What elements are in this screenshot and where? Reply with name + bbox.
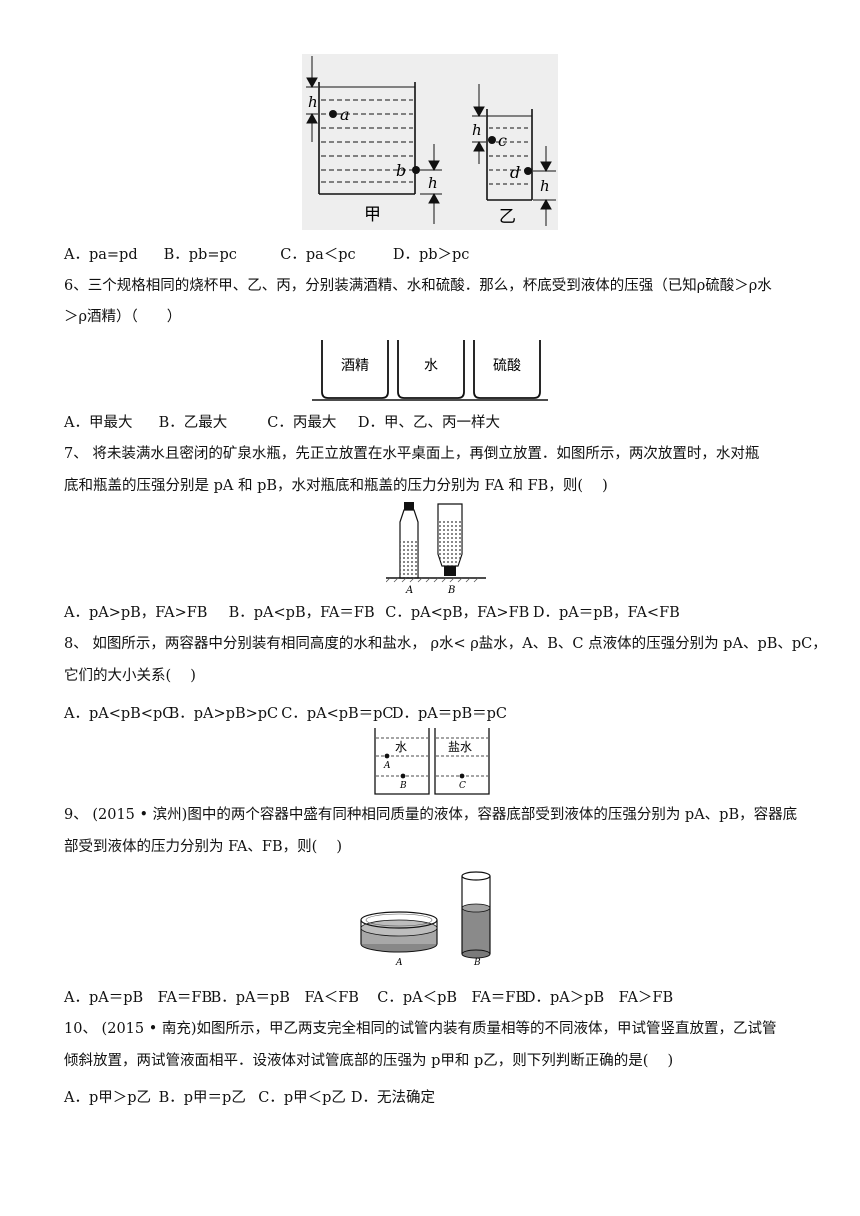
q9-option-a[interactable]: A．pA＝pB FA＝FB xyxy=(64,990,213,1006)
figure-q6-beakers: 酒精 水 硫酸 xyxy=(312,338,548,402)
q5-option-c[interactable]: C．pa＜pc xyxy=(280,247,356,263)
q8-option-b[interactable]: B．pA>pB>pC xyxy=(168,706,279,722)
container-label-b: B xyxy=(473,958,481,968)
point-A-label: A xyxy=(383,761,391,771)
container-yi xyxy=(486,109,533,201)
q10-stem-line1: 10、 (2015 • 南充)如图所示，甲乙两支完全相同的试管内装有质量相等的不… xyxy=(64,1021,777,1037)
label-water: 水 xyxy=(395,740,407,754)
label-jia: 甲 xyxy=(364,205,381,225)
q7-options: A．pA>pB，FA>FB B．pA<pB，FA＝FB C．pA<pB，FA>F… xyxy=(64,601,680,622)
q10-stem-line2: 倾斜放置，两试管液面相平．设液体对试管底部的压强为 p甲和 p乙，则下列判断正确… xyxy=(64,1053,674,1069)
q7-option-c[interactable]: C．pA<pB，FA>FB xyxy=(385,605,530,621)
q5-option-d[interactable]: D．pb＞pc xyxy=(392,247,470,263)
q6-option-b[interactable]: B．乙最大 xyxy=(158,415,228,431)
q7-stem-line2: 底和瓶盖的压强分别是 pA 和 pB，水对瓶底和瓶盖的压力分别为 FA 和 FB… xyxy=(64,478,608,494)
beaker-label-acid: 硫酸 xyxy=(493,358,521,374)
container-water xyxy=(374,728,430,795)
height-marker-bottom-right xyxy=(533,146,556,226)
q8-option-c[interactable]: C．pA<pB＝pC xyxy=(281,706,394,722)
bottle-label-a: A xyxy=(405,585,413,596)
q9-option-b[interactable]: B．pA＝pB FA＜FB xyxy=(210,990,359,1006)
q6-option-c[interactable]: C．丙最大 xyxy=(267,415,337,431)
q8-stem-line1: 8、 如图所示，两容器中分别装有相同高度的水和盐水， ρ水< ρ盐水，A、B、C… xyxy=(64,636,827,652)
point-a-label: a xyxy=(340,105,350,124)
point-B-label: B xyxy=(399,781,407,791)
q9-option-d[interactable]: D．pA＞pB FA＞FB xyxy=(523,990,674,1006)
q5-option-a[interactable]: A．pa=pd xyxy=(64,247,138,263)
container-brine xyxy=(434,728,490,795)
q5-option-b[interactable]: B．pb=pc xyxy=(163,247,237,263)
h-label: h xyxy=(472,121,482,139)
figure-q7-bottles: A B xyxy=(386,500,486,596)
q8-options: A．pA<pB<pC B．pA>pB>pC C．pA<pB＝pC D．pA＝pB… xyxy=(64,702,507,723)
q7-option-d[interactable]: D．pA＝pB，FA<FB xyxy=(532,605,680,621)
container-jia xyxy=(318,82,416,195)
point-C xyxy=(459,773,465,779)
q8-option-d[interactable]: D．pA＝pB＝pC xyxy=(391,706,508,722)
beaker-jia xyxy=(321,340,389,399)
q7-stem-line1: 7、 将未装满水且密闭的矿泉水瓶，先正立放置在水平桌面上，再倒立放置．如图所示，… xyxy=(64,446,760,462)
q10-option-a[interactable]: A．p甲＞p乙 xyxy=(64,1090,152,1106)
q6-stem-line2: ＞ρ酒精）（ ） xyxy=(64,309,182,325)
container-tall-b xyxy=(461,871,491,959)
beaker-bing xyxy=(473,340,541,399)
q10-option-c[interactable]: C．p甲＜p乙 xyxy=(258,1090,346,1106)
point-B xyxy=(400,773,406,779)
figure-q5-containers: h a b h 甲 xyxy=(302,54,558,230)
q6-stem-line1: 6、三个规格相同的烧杯甲、乙、丙，分别装满酒精、水和硫酸．那么，杯底受到液体的压… xyxy=(64,278,772,294)
beaker-label-alcohol: 酒精 xyxy=(341,358,369,374)
q8-stem-line2: 它们的大小关系( ) xyxy=(64,668,196,684)
height-marker-top-left xyxy=(306,56,318,142)
containers-diagram: h a b h 甲 xyxy=(302,54,558,230)
point-d-label: d xyxy=(510,163,520,182)
q6-options: A．甲最大 B．乙最大 C．丙最大 D．甲、乙、丙一样大 xyxy=(64,411,500,432)
q10-option-d[interactable]: D．无法确定 xyxy=(350,1090,435,1106)
h-label: h xyxy=(428,174,438,192)
point-b xyxy=(412,166,420,174)
label-brine: 盐水 xyxy=(448,740,472,754)
bottle-label-b: B xyxy=(447,585,455,596)
h-label: h xyxy=(308,93,318,111)
point-d xyxy=(524,167,532,175)
q9-options: A．pA＝pB FA＝FB B．pA＝pB FA＜FB C．pA＜pB FA＝F… xyxy=(64,986,673,1007)
q7-option-a[interactable]: A．pA>pB，FA>FB xyxy=(64,605,208,621)
q6-option-d[interactable]: D．甲、乙、丙一样大 xyxy=(357,415,500,431)
point-b-label: b xyxy=(396,161,406,180)
q7-option-b[interactable]: B．pA<pB，FA＝FB xyxy=(228,605,375,621)
height-marker-bottom-left xyxy=(420,144,442,224)
container-label-a: A xyxy=(395,958,403,968)
point-C-label: C xyxy=(459,781,466,791)
point-c-label: c xyxy=(498,131,507,150)
point-a xyxy=(329,110,337,118)
q6-option-a[interactable]: A．甲最大 xyxy=(64,415,133,431)
point-c xyxy=(488,136,496,144)
q10-options: A．p甲＞p乙 B．p甲＝p乙 C．p甲＜p乙 D．无法确定 xyxy=(64,1086,435,1107)
q9-stem-line2: 部受到液体的压力分别为 FA、FB，则( ) xyxy=(64,839,343,855)
figure-q9-containers: A B xyxy=(356,866,506,970)
q5-options: A．pa=pd B．pb=pc C．pa＜pc D．pb＞pc xyxy=(64,243,469,264)
point-A xyxy=(384,753,390,759)
h-label: h xyxy=(540,177,550,195)
bottle-upright xyxy=(399,502,419,579)
q9-stem-line1: 9、 (2015 • 滨州)图中的两个容器中盛有同种相同质量的液体，容器底部受到… xyxy=(64,807,798,823)
figure-q8-containers: 水 盐水 A B C xyxy=(373,728,491,796)
height-marker-top-right xyxy=(472,84,486,164)
q10-option-b[interactable]: B．p甲＝p乙 xyxy=(158,1090,246,1106)
container-wide-a xyxy=(360,911,438,953)
beaker-yi xyxy=(397,340,465,399)
beaker-label-water: 水 xyxy=(424,358,438,374)
q9-option-c[interactable]: C．pA＜pB FA＝FB xyxy=(377,990,526,1006)
bottle-inverted xyxy=(437,503,463,576)
q8-option-a[interactable]: A．pA<pB<pC xyxy=(64,706,174,722)
label-yi: 乙 xyxy=(499,207,516,227)
